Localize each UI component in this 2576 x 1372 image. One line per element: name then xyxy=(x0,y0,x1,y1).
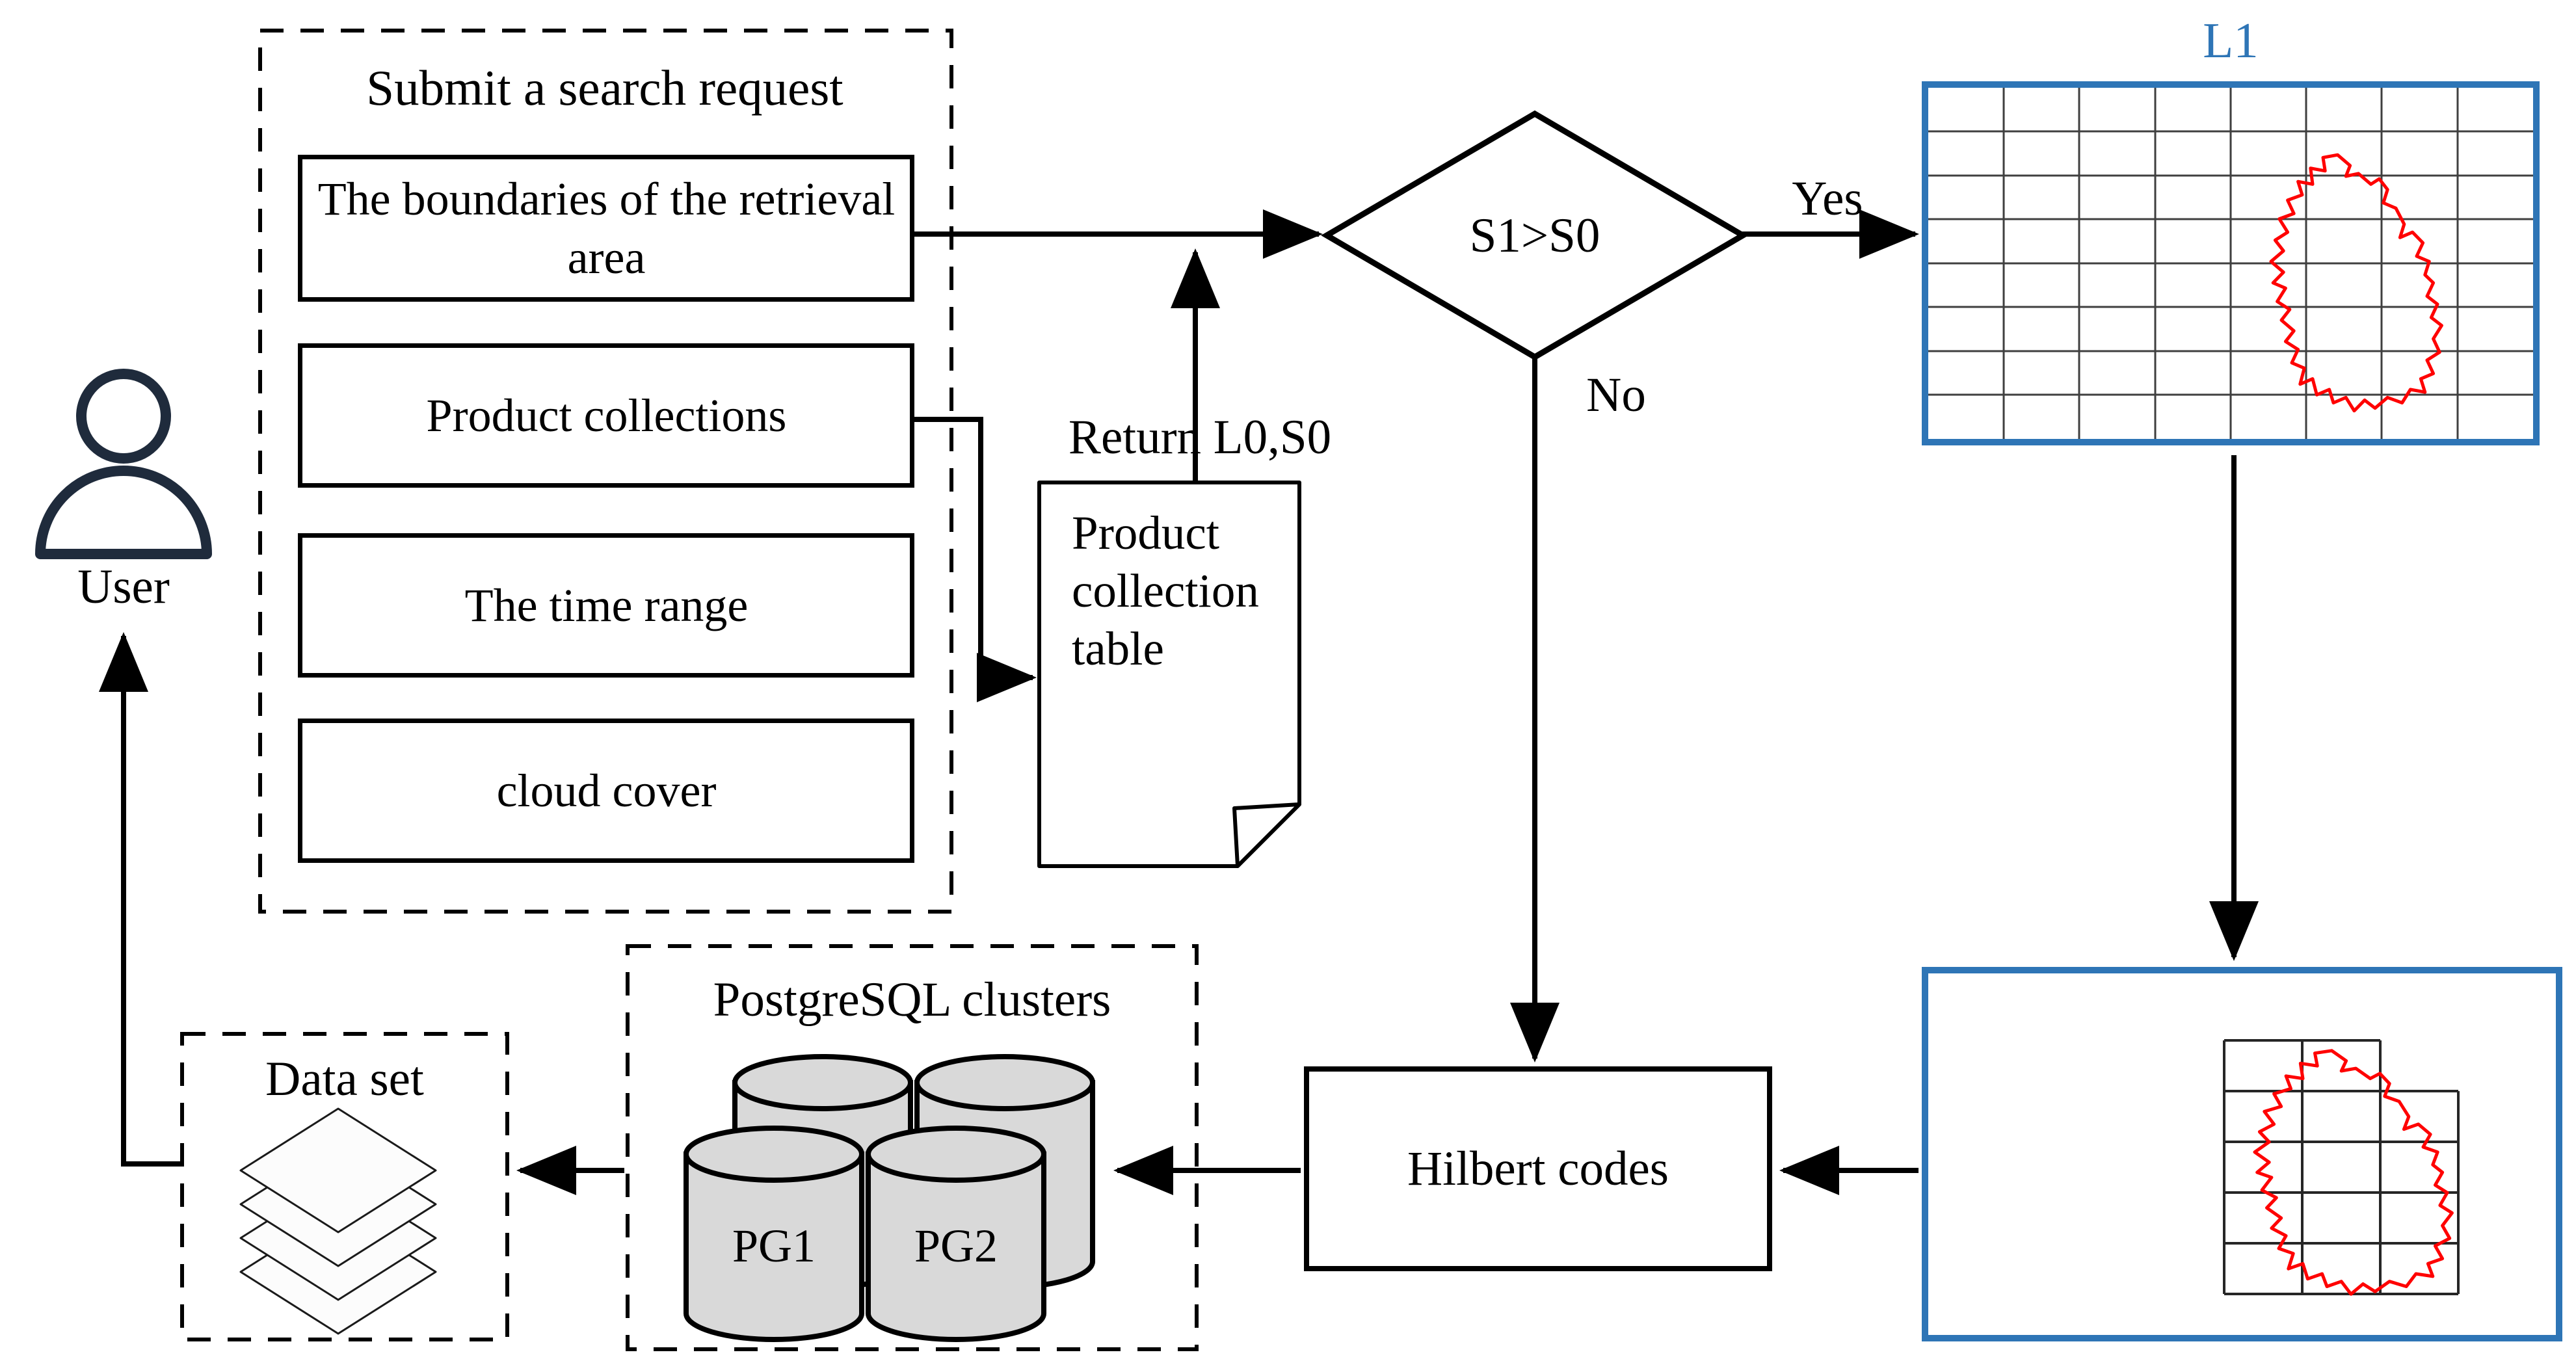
refined-grid-lines xyxy=(2223,1039,2460,1295)
user-icon xyxy=(35,369,212,559)
dataset-dashed-frame xyxy=(180,1032,509,1341)
decision-diamond xyxy=(1321,110,1749,361)
arrow-dataset-to-user xyxy=(99,632,183,1167)
postgres-cylinders xyxy=(684,1054,1095,1342)
hilbert-codes-box xyxy=(1304,1066,1772,1271)
submit-request-dashed-frame xyxy=(258,29,953,914)
document-shape xyxy=(1037,481,1301,868)
region-outline-refined xyxy=(2255,1051,2452,1294)
field-box-time-range xyxy=(298,533,914,678)
postgres-dashed-frame xyxy=(626,944,1199,1351)
cylinder-pg2 xyxy=(866,1126,1046,1342)
cylinder-pg1 xyxy=(684,1126,864,1342)
field-box-cloud-cover xyxy=(298,719,914,863)
l1-grid-lines xyxy=(1928,88,2533,439)
region-outline-l1 xyxy=(2271,155,2441,411)
arrow-collections-to-document xyxy=(914,417,1037,702)
field-box-product-collections xyxy=(298,343,914,488)
field-box-boundaries xyxy=(298,155,914,302)
dataset-stack-icon xyxy=(239,1107,437,1335)
refined-grid-box xyxy=(1922,967,2562,1341)
